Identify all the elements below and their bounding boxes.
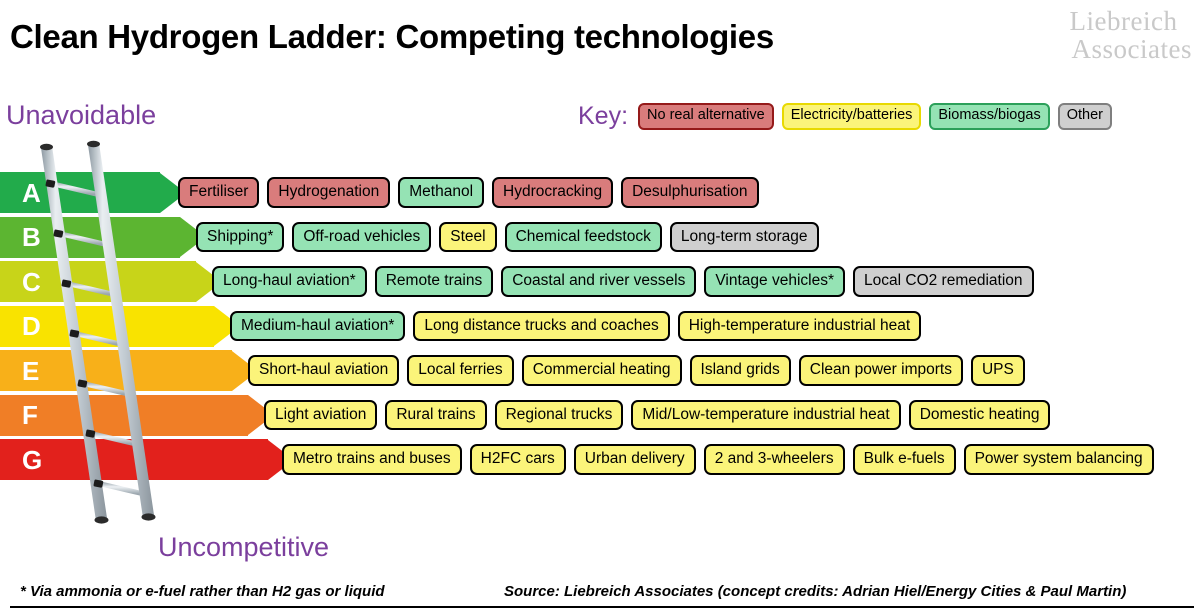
grade-arrow-e: E	[0, 350, 258, 391]
axis-label-unavoidable: Unavoidable	[6, 100, 157, 130]
technology-tag[interactable]: Hydrogenation	[267, 177, 391, 208]
technology-tag[interactable]: Off-road vehicles	[292, 221, 432, 253]
technology-tag[interactable]: Long-haul aviation*	[212, 266, 367, 297]
technology-tag[interactable]: Short-haul aviation	[248, 355, 400, 386]
technology-tag[interactable]: Long-term storage	[669, 221, 819, 253]
technology-tag[interactable]: Regional trucks	[494, 399, 624, 431]
grade-letter-a: A	[22, 177, 41, 208]
technology-tag[interactable]: Coastal and river vessels	[501, 266, 697, 297]
axis-label-uncompetitive: Uncompetitive	[158, 532, 330, 562]
legend-label: Key:	[578, 101, 629, 130]
legend-item-other: Other	[1057, 103, 1113, 130]
legend-item-no-real-alternative: No real alternative	[638, 103, 774, 130]
legend-item-electricity-batteries: Electricity/batteries	[781, 103, 922, 130]
technology-tag[interactable]: Shipping*	[196, 221, 285, 253]
technology-tag[interactable]: Domestic heating	[908, 399, 1051, 431]
technology-tag[interactable]: Light aviation	[264, 399, 378, 431]
technology-tag[interactable]: Remote trains	[374, 266, 494, 297]
grade-arrow-d: D	[0, 305, 240, 347]
grade-letter-b: B	[22, 222, 41, 252]
footnote: * Via ammonia or e-fuel rather than H2 g…	[20, 583, 385, 600]
legend-item-biomass-biogas: Biomass/biogas	[929, 103, 1050, 130]
page-title: Clean Hydrogen Ladder: Competing technol…	[10, 18, 774, 55]
technology-tag[interactable]: Urban delivery	[573, 444, 696, 475]
legend: Key: No real alternative Electricity/bat…	[578, 101, 1113, 130]
technology-tag[interactable]: Commercial heating	[521, 355, 682, 386]
grade-letter-f: F	[22, 400, 38, 430]
grade-arrow-b: B	[0, 216, 206, 258]
technology-tag[interactable]: Local ferries	[407, 355, 514, 386]
technology-tag[interactable]: Mid/Low-temperature industrial heat	[631, 399, 901, 431]
brand-logo: Liebreich Associates	[1069, 6, 1192, 64]
footer-divider	[10, 606, 1194, 608]
technology-tag[interactable]: Chemical feedstock	[504, 221, 662, 253]
technology-tag[interactable]: UPS	[970, 355, 1025, 386]
brand-logo-line-1: Liebreich	[1069, 6, 1178, 36]
technology-tag[interactable]: Desulphurisation	[621, 177, 759, 208]
grade-arrow-a: A	[0, 172, 186, 213]
grade-arrow-g: G	[0, 439, 294, 480]
technology-tag[interactable]: H2FC cars	[469, 444, 566, 475]
technology-tag[interactable]: 2 and 3-wheelers	[703, 444, 845, 475]
grade-letter-d: D	[22, 311, 41, 341]
technology-tag[interactable]: Metro trains and buses	[282, 444, 462, 475]
technology-tag[interactable]: Bulk e-fuels	[852, 444, 956, 475]
technology-tag[interactable]: Medium-haul aviation*	[230, 310, 406, 342]
source-note: Source: Liebreich Associates (concept cr…	[504, 583, 1127, 600]
brand-logo-line-2: Associates	[1071, 33, 1192, 64]
grade-arrow-f: F	[0, 394, 274, 436]
technology-tag[interactable]: Power system balancing	[963, 444, 1154, 475]
technology-tag[interactable]: Methanol	[398, 177, 485, 208]
technology-tag[interactable]: Local CO2 remediation	[853, 266, 1034, 297]
technology-tag[interactable]: Hydrocracking	[492, 177, 614, 208]
tag-list-d: Medium-haul aviation*Long distance truck…	[230, 306, 922, 347]
technology-tag[interactable]: Island grids	[689, 355, 791, 386]
technology-tag[interactable]: Long distance trucks and coaches	[413, 310, 670, 342]
technology-tag[interactable]: Steel	[439, 221, 497, 253]
technology-tag[interactable]: Rural trains	[385, 399, 487, 431]
technology-tag[interactable]: Clean power imports	[798, 355, 963, 386]
grade-letter-g: G	[22, 444, 43, 475]
technology-tag[interactable]: High-temperature industrial heat	[677, 310, 922, 342]
grade-letter-e: E	[22, 355, 40, 386]
technology-tag[interactable]: Fertiliser	[178, 177, 260, 208]
grade-arrow-c: C	[0, 261, 222, 302]
technology-tag[interactable]: Vintage vehicles*	[704, 266, 846, 297]
grade-letter-c: C	[22, 266, 41, 297]
